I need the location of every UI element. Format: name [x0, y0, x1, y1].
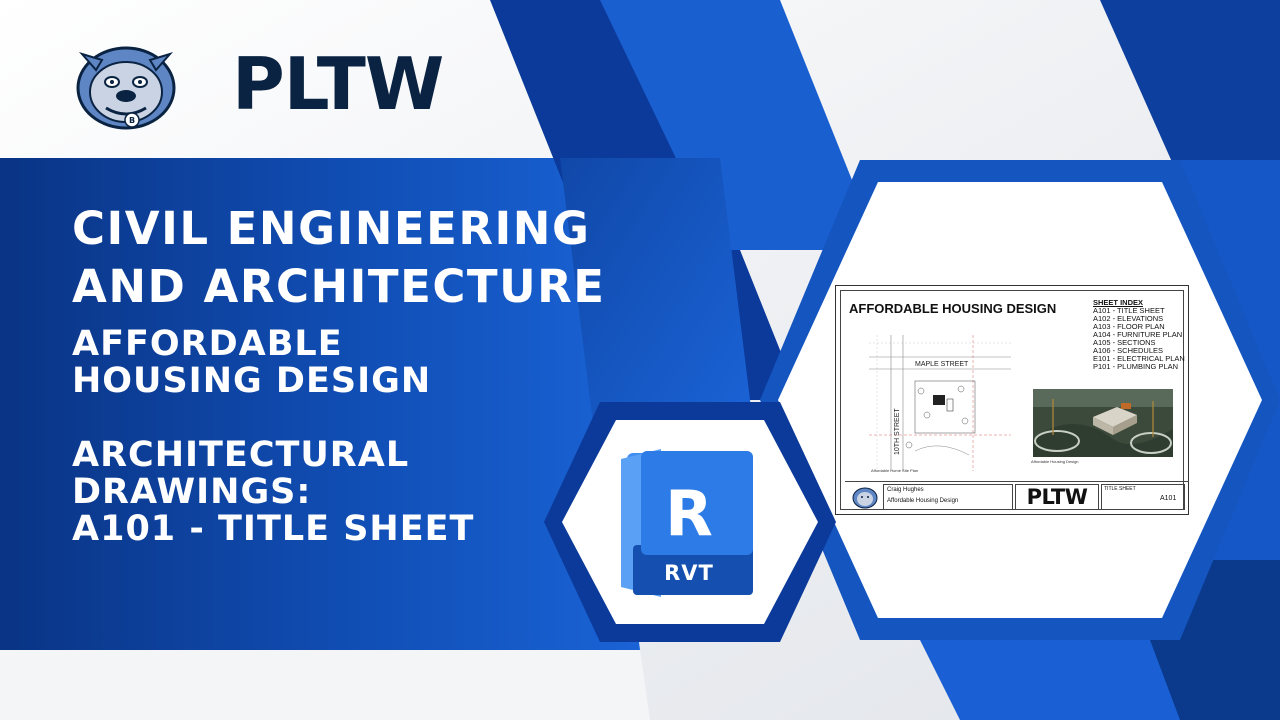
site-plan-caption: Affordable Home Site Plan	[871, 468, 919, 473]
pltw-wordmark: PLTW	[232, 42, 444, 126]
sheet-label: TITLE SHEET	[1104, 486, 1136, 492]
revit-icon: R RVT	[621, 449, 757, 597]
bulldog-mascot-icon	[852, 487, 878, 509]
subtitle-line-4: DRAWINGS:	[72, 472, 312, 512]
revit-icon-label: RVT	[664, 561, 714, 585]
house-render-image	[1033, 389, 1173, 457]
headline: CIVIL ENGINEERING AND ARCHITECTURE	[72, 200, 606, 316]
subtitle-spacer	[72, 400, 474, 437]
headline-line-2: AND ARCHITECTURE	[72, 260, 606, 313]
title-sheet-preview: AFFORDABLE HOUSING DESIGN SHEET INDEX A1…	[835, 285, 1189, 515]
title-block-logo: PLTW	[1015, 484, 1099, 510]
render-caption: Affordable Housing Design	[1031, 459, 1079, 464]
sheet-index-item: A105 - SECTIONS	[1093, 338, 1156, 347]
street-label-side: 10TH STREET	[894, 408, 901, 455]
subtitle-line-1: AFFORDABLE	[72, 324, 343, 364]
sheet-index-item: A102 - ELEVATIONS	[1093, 314, 1164, 323]
sheet-border: AFFORDABLE HOUSING DESIGN SHEET INDEX A1…	[840, 290, 1189, 510]
headline-line-1: CIVIL ENGINEERING	[72, 202, 591, 255]
subtitle-line-3: ARCHITECTURAL	[72, 435, 410, 475]
sheet-index-item: A106 - SCHEDULES	[1093, 346, 1164, 355]
title-block-names: Craig Hughes Affordable Housing Design	[883, 484, 1013, 510]
project-name: Affordable Housing Design	[887, 498, 959, 504]
title-block: Craig Hughes Affordable Housing Design P…	[845, 481, 1189, 514]
revit-icon-shape	[621, 449, 753, 597]
sheet-index-item: A104 - FURNITURE PLAN	[1093, 330, 1183, 339]
sheet-number: A101	[1160, 495, 1177, 502]
sheet-index-item: A103 - FLOOR PLAN	[1093, 322, 1165, 331]
sheet-title: AFFORDABLE HOUSING DESIGN	[849, 301, 1057, 316]
site-plan-drawing: MAPLE STREET 10TH STREET	[869, 335, 1011, 471]
subtitle-line-5: A101 - TITLE SHEET	[72, 509, 475, 549]
subtitle: AFFORDABLE HOUSING DESIGN ARCHITECTURAL …	[72, 326, 474, 548]
street-label-top: MAPLE STREET	[915, 361, 969, 368]
sheet-index-header: SHEET INDEX	[1093, 298, 1144, 307]
sheet-index-item: E101 - ELECTRICAL PLAN	[1093, 354, 1185, 363]
sheet-index-item: A101 - TITLE SHEET	[1093, 306, 1165, 315]
sheet-index: SHEET INDEX A101 - TITLE SHEET A102 - EL…	[1093, 299, 1185, 371]
bulldog-mascot-icon: B	[76, 46, 176, 130]
revit-icon-letter: R	[665, 477, 713, 550]
sheet-index-item: P101 - PLUMBING PLAN	[1093, 362, 1179, 371]
subtitle-line-2: HOUSING DESIGN	[72, 361, 432, 401]
title-block-sheet-info: TITLE SHEET A101	[1101, 484, 1185, 510]
designer-name: Craig Hughes	[887, 487, 924, 493]
mascot-letter: B	[129, 116, 135, 125]
